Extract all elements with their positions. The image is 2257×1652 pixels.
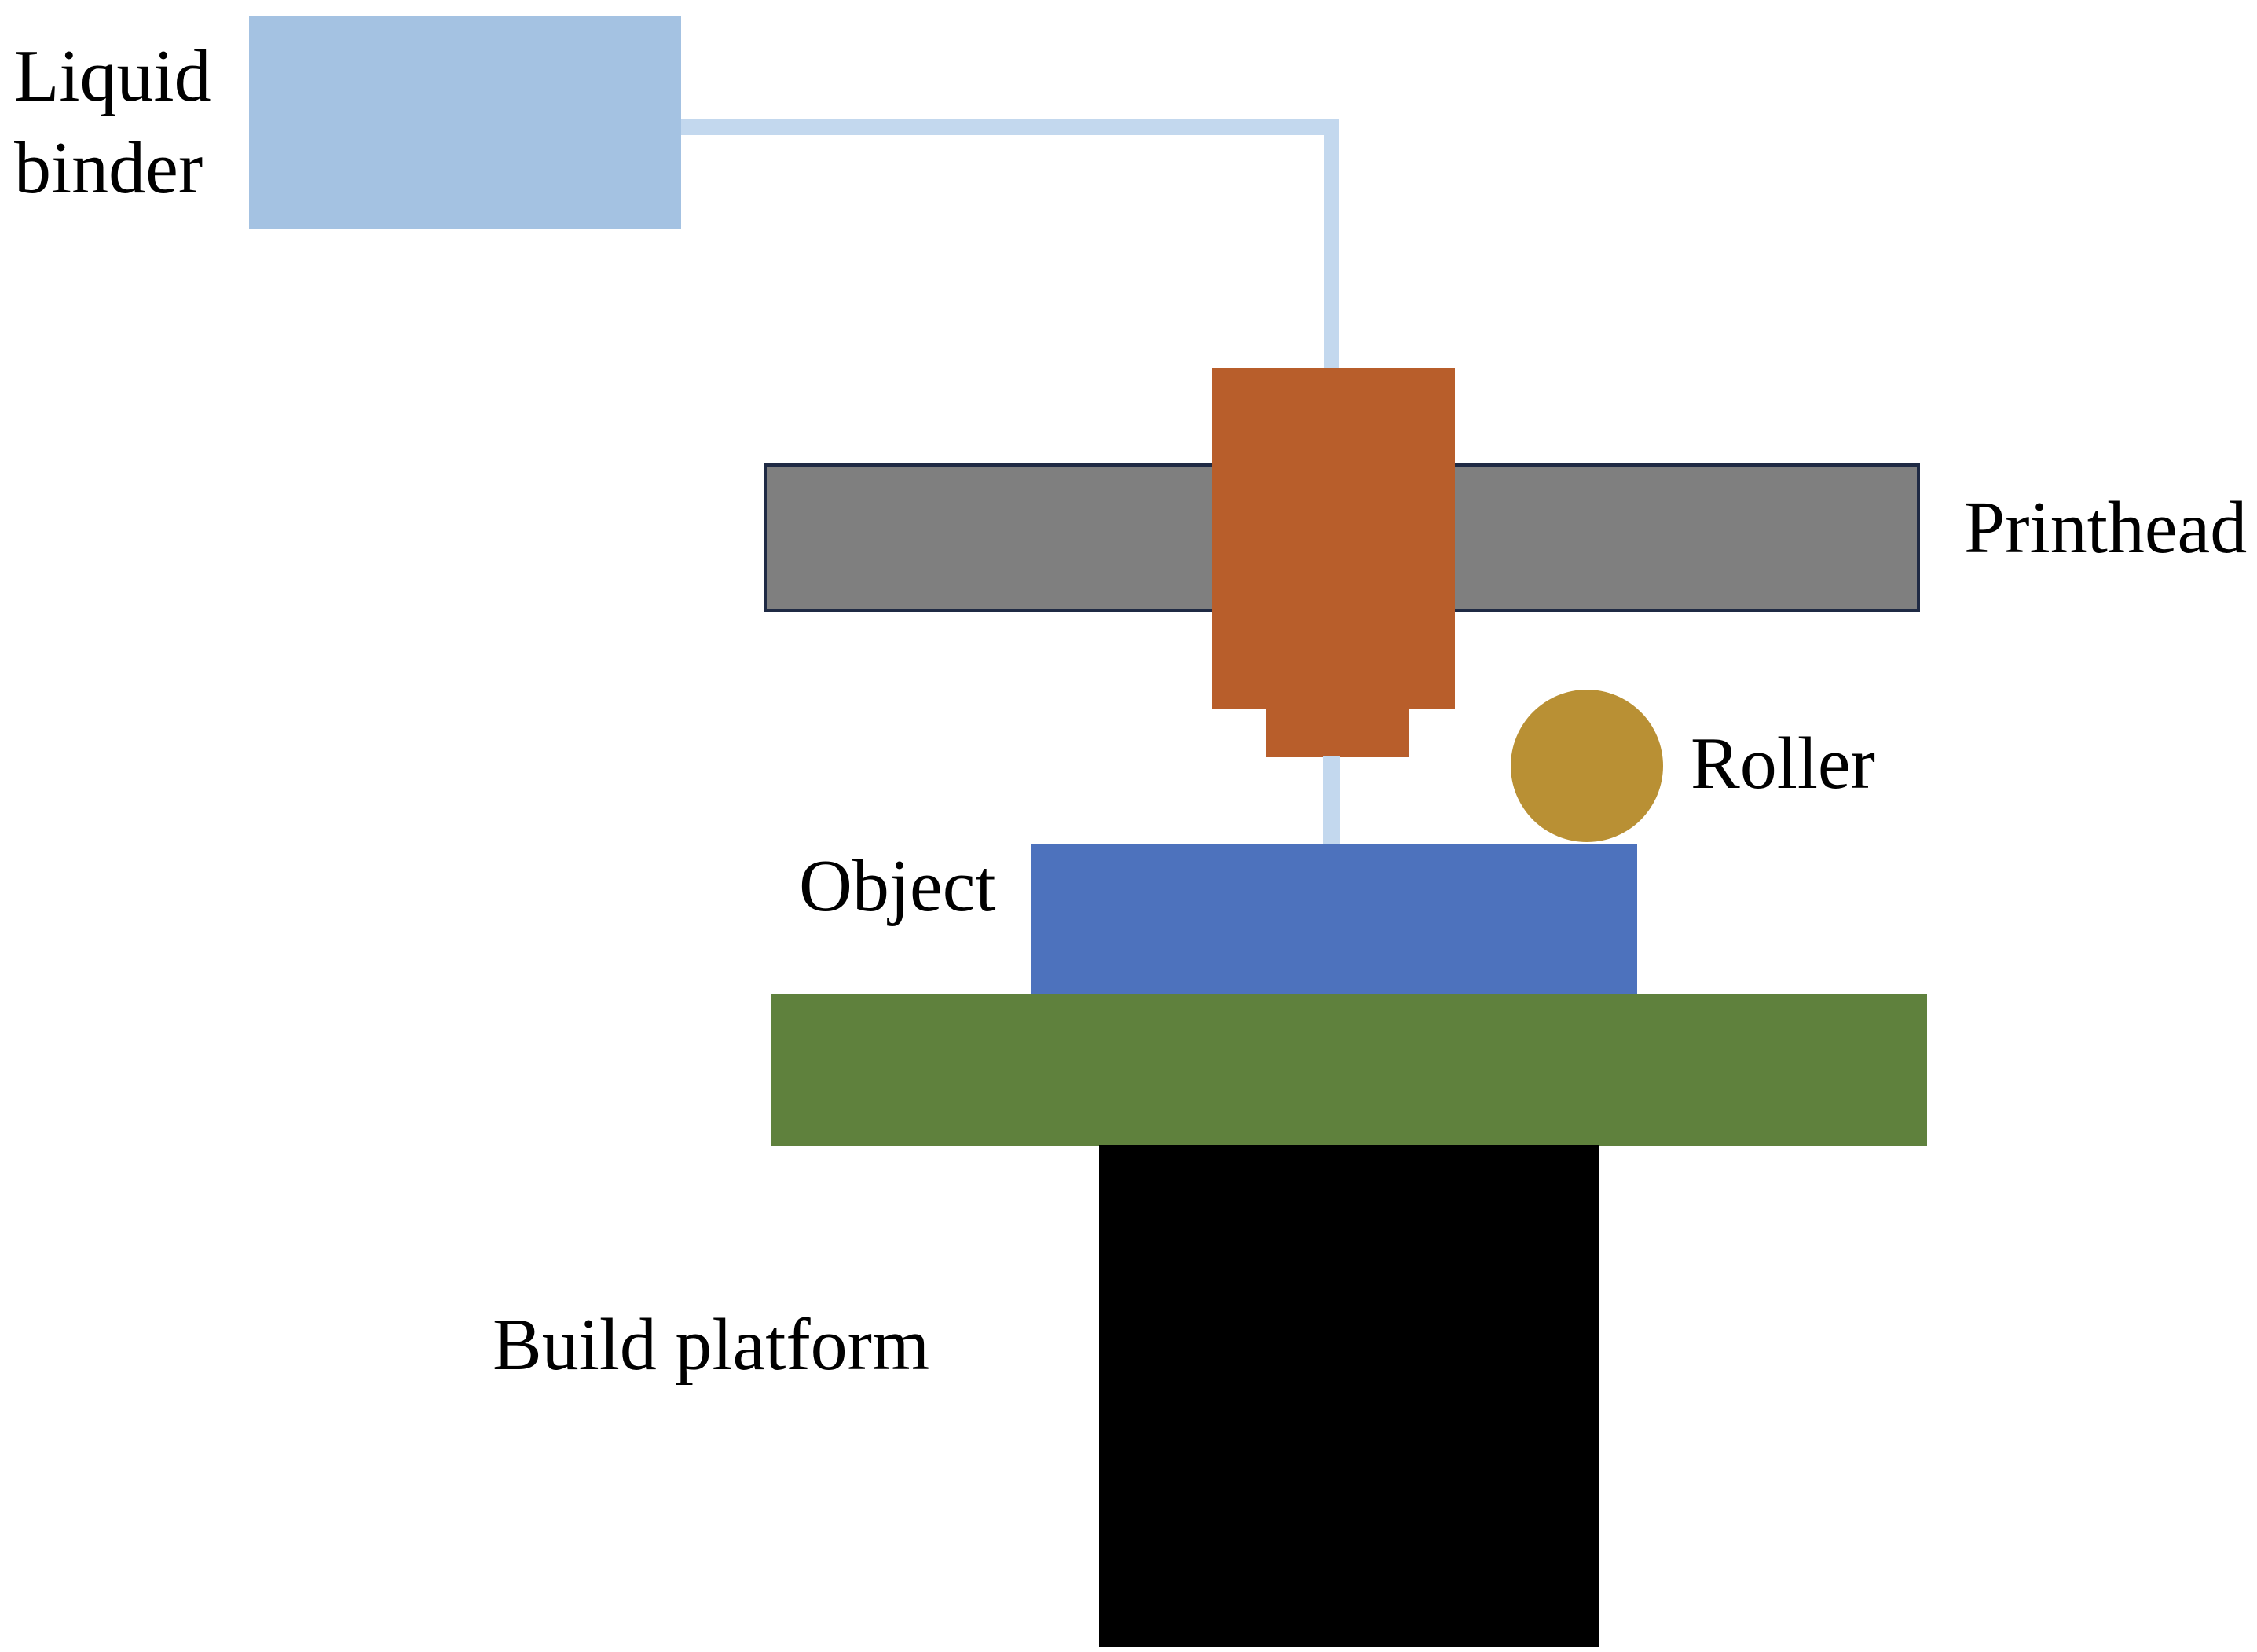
liquid-binder-tank xyxy=(249,16,681,229)
printed-object xyxy=(1031,844,1637,996)
liquid-binder-label-line2: binder xyxy=(14,127,203,209)
object-label: Object xyxy=(799,845,996,927)
build-column xyxy=(1099,1145,1599,1647)
roller-label: Roller xyxy=(1691,723,1875,804)
build-plate xyxy=(771,994,1927,1146)
printhead-nozzle-body xyxy=(1212,368,1455,709)
binder-jet-stream xyxy=(1323,756,1340,844)
printhead-label: Printhead xyxy=(1964,487,2247,569)
binder-supply-tube xyxy=(680,119,1339,369)
roller xyxy=(1511,690,1663,842)
printhead-nozzle-tip xyxy=(1266,707,1409,757)
build-platform-label: Build platform xyxy=(493,1304,929,1386)
liquid-binder-label-line1: Liquid xyxy=(14,35,211,117)
